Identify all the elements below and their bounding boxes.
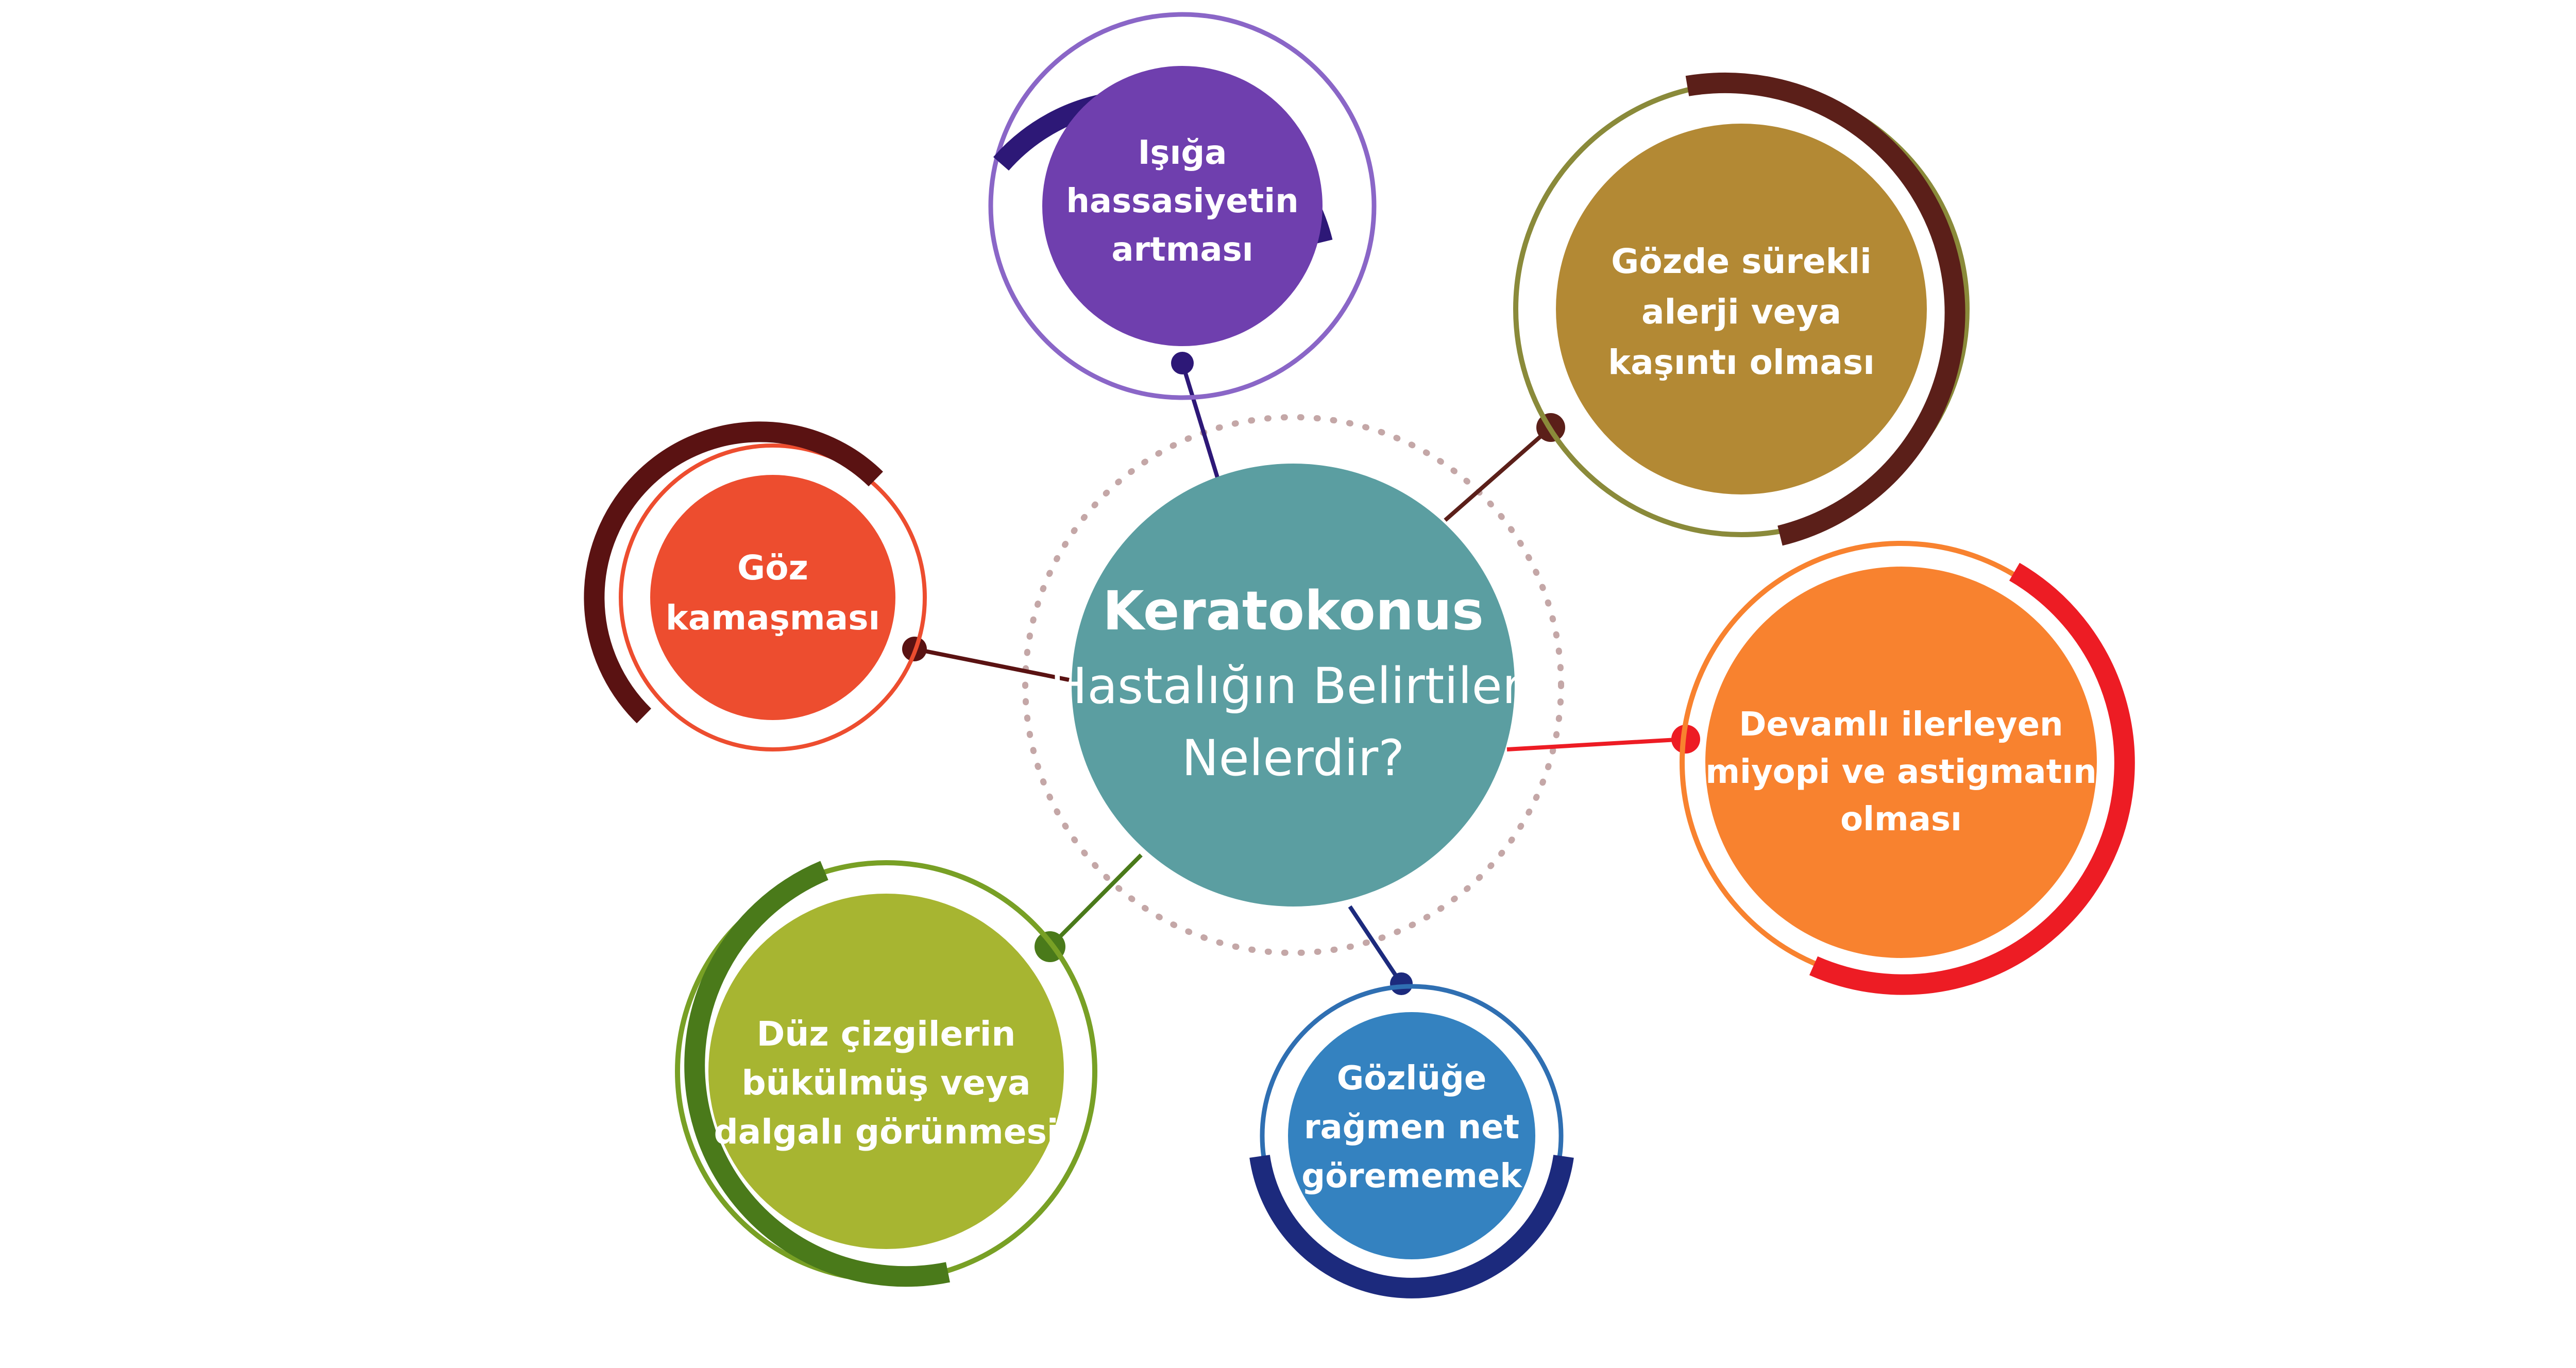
node-label-line-2: alerji veya xyxy=(1641,292,1841,332)
connector-myopia-astigmatism xyxy=(1506,737,1686,751)
node-circle xyxy=(1556,124,1927,494)
node-label-line-1: Düz çizgilerin xyxy=(757,1014,1016,1054)
center-dotted-halo xyxy=(1022,414,1564,956)
connector-light-sensitivity xyxy=(1180,362,1219,478)
connector-dot-poor-vision-glasses xyxy=(1390,972,1413,995)
node-label-line-1: Devamlı ilerleyen xyxy=(1739,706,2063,744)
node-label-line-1: Işığa xyxy=(1138,134,1227,172)
node-label-line-2: bükülmüş veya xyxy=(741,1063,1030,1103)
center-title: Keratokonus xyxy=(1103,579,1484,642)
connector-dot-light-sensitivity xyxy=(1171,352,1194,374)
node-circle xyxy=(1288,1012,1535,1259)
node-light-sensitivity: Işığa hassasiyetin artması xyxy=(988,12,1377,400)
node-arc xyxy=(584,421,883,724)
node-arc xyxy=(1249,1155,1574,1298)
node-arc xyxy=(1809,562,2135,995)
node-ring xyxy=(988,12,1377,400)
node-glare: Göz kamaşması xyxy=(584,421,927,751)
center-subtitle-line-1: Hastalığın Belirtileri xyxy=(1050,657,1536,715)
node-label-line-2: hassasiyetin xyxy=(1066,182,1298,220)
connector-glare xyxy=(914,647,1070,682)
node-allergy-itching: Gözde sürekli alerji veya kaşıntı olması xyxy=(1513,72,1970,546)
node-label-line-2: miyopi ve astigmatın xyxy=(1705,753,2096,791)
node-poor-vision-glasses: Gözlüğe rağmen net görememek xyxy=(1249,984,1574,1298)
node-ring xyxy=(619,443,927,751)
node-circle xyxy=(650,475,895,720)
node-myopia-astigmatism: Devamlı ilerleyen miyopi ve astigmatın o… xyxy=(1680,541,2135,995)
node-circle xyxy=(708,894,1064,1249)
node-label-line-3: kaşıntı olması xyxy=(1608,343,1875,382)
node-label-line-3: olması xyxy=(1840,800,1962,839)
center-subtitle-line-2: Nelerdir? xyxy=(1182,729,1404,787)
node-label-line-2: rağmen net xyxy=(1304,1108,1519,1147)
node-label-line-3: görememek xyxy=(1301,1157,1522,1195)
center-circle xyxy=(1072,464,1515,907)
node-label-line-1: Gözlüğe xyxy=(1337,1059,1486,1098)
node-label-line-2: kamaşması xyxy=(666,598,880,638)
node-circle xyxy=(1042,66,1323,346)
node-arc xyxy=(1685,72,1965,546)
node-circle xyxy=(1705,567,2097,958)
node-label-line-1: Gözde sürekli xyxy=(1611,242,1872,281)
node-label-line-3: dalgalı görünmesi xyxy=(714,1112,1059,1152)
connector-poor-vision-glasses xyxy=(1348,905,1403,985)
node-label-line-3: artması xyxy=(1111,231,1253,269)
node-wavy-lines: Düz çizgilerin bükülmüş veya dalgalı gör… xyxy=(675,860,1097,1287)
connector-allergy-itching xyxy=(1444,425,1552,522)
node-arc xyxy=(684,861,950,1287)
node-label-line-1: Göz xyxy=(737,548,808,588)
connector-wavy-lines xyxy=(1048,853,1143,948)
